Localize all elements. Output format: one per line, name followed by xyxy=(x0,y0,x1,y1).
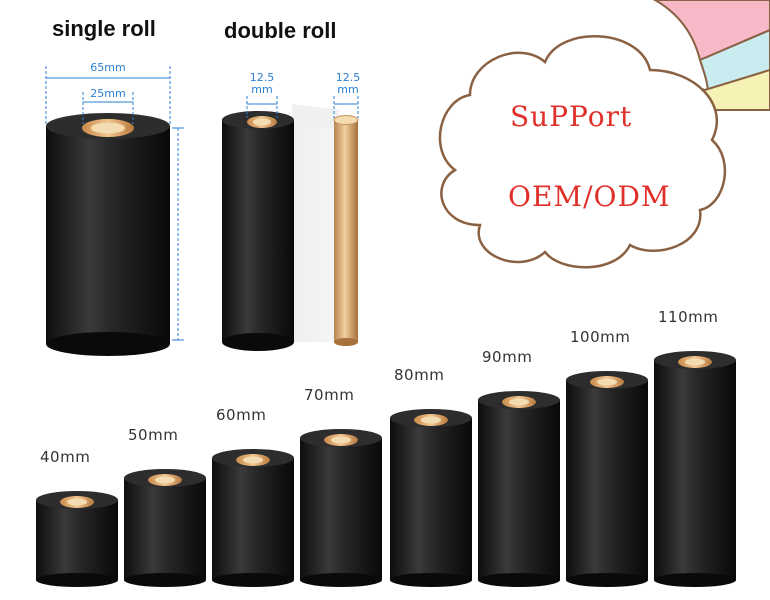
double-right-core-label: 12.5 mm xyxy=(335,71,361,96)
width-label-8: 110mm xyxy=(658,308,719,326)
single-roll xyxy=(46,113,170,356)
double-roll-heading: double roll xyxy=(224,18,337,43)
width-label-3: 60mm xyxy=(216,406,267,424)
width-roll-8 xyxy=(654,351,736,587)
single-roll-heading: single roll xyxy=(52,16,156,41)
double-roll xyxy=(222,104,359,351)
double-left-core-label: 12.5 mm xyxy=(249,71,275,96)
width-label-4: 70mm xyxy=(304,386,355,404)
cloud-support-text: SuPPort xyxy=(510,100,633,133)
width-label-5: 80mm xyxy=(394,366,445,384)
width-roll-6 xyxy=(478,391,560,587)
width-roll-5 xyxy=(390,409,472,587)
cloud-oem-odm-text: OEM/ODM xyxy=(508,180,671,213)
width-roll-3 xyxy=(212,449,294,587)
outer-diameter-label: 65mm xyxy=(90,61,126,74)
width-label-6: 90mm xyxy=(482,348,533,366)
width-roll-2 xyxy=(124,469,206,587)
width-roll-1 xyxy=(36,491,118,587)
cloud-shape xyxy=(438,34,727,269)
width-label-1: 40mm xyxy=(40,448,91,466)
width-label-2: 50mm xyxy=(128,426,179,444)
core-diameter-label: 25mm xyxy=(90,87,126,100)
width-roll-7 xyxy=(566,371,648,587)
double-roll-dimension-lines xyxy=(246,96,359,118)
width-rolls xyxy=(36,351,736,587)
single-roll-dimension-lines xyxy=(45,66,184,341)
width-roll-4 xyxy=(300,429,382,587)
width-label-7: 100mm xyxy=(570,328,631,346)
